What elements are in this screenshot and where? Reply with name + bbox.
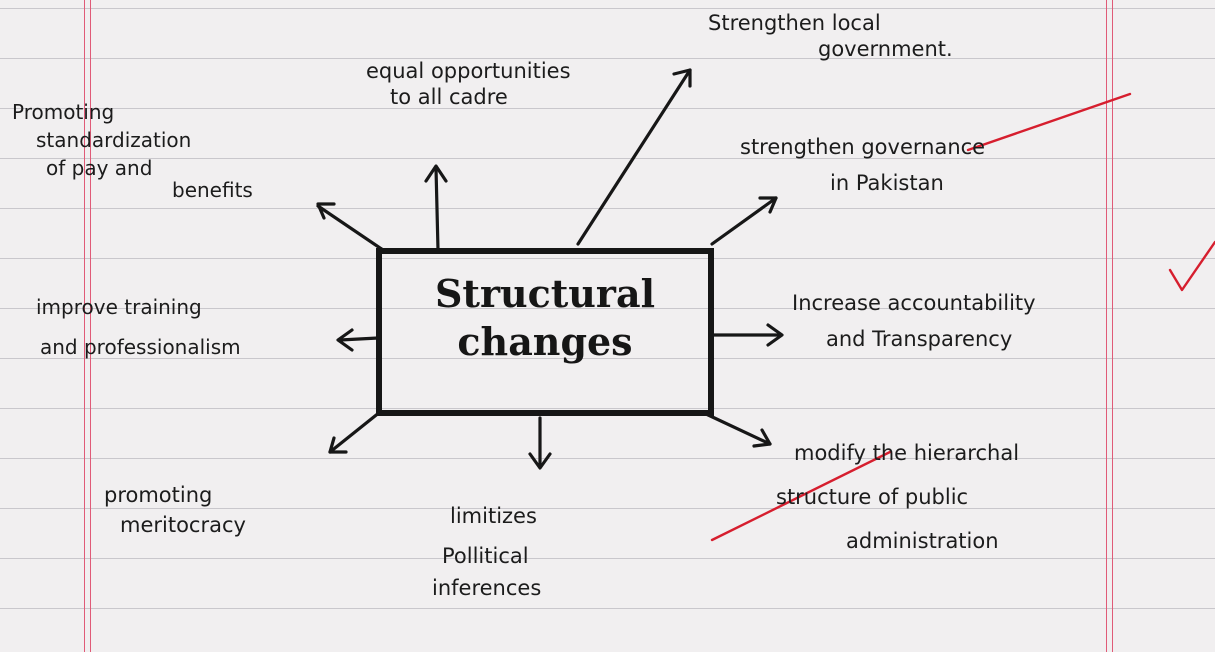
node-text: inferences [432,576,542,600]
arrow-up [424,164,448,252]
node-hierarchical-structure: modify the hierarchal structure of publi… [776,436,1020,558]
ruled-line [0,308,1215,309]
ruled-line [0,358,1215,359]
ruled-line [0,558,1215,559]
node-text: and Transparency [826,327,1013,351]
node-equal-opportunities: equal opportunities to all cadre [366,58,571,110]
arrow-up-right [576,68,692,246]
center-topic-line: changes [457,319,633,364]
node-text: Increase accountability [792,291,1036,315]
node-text: standardization [36,128,192,152]
node-governance: strengthen governance in Pakistan [740,134,985,196]
margin-line [1112,0,1113,652]
node-training: improve training and professionalism [36,292,241,362]
arrow-top-left [316,202,388,254]
node-text: government. [818,37,953,61]
node-text: in Pakistan [830,171,944,195]
node-accountability: Increase accountability and Transparency [792,290,1036,352]
center-box [376,248,714,416]
node-text: to all cadre [390,85,508,109]
red-tick-mark [1168,240,1215,292]
node-text: equal opportunities [366,59,571,83]
arrow-right [712,323,784,347]
node-local-government: Strengthen local government. [708,10,953,62]
node-text: administration [846,529,999,553]
ruled-line [0,508,1215,509]
node-text: improve training [36,295,202,319]
red-check-mark [710,450,892,542]
ruled-line [0,8,1215,9]
ruled-line [0,158,1215,159]
margin-line [1106,0,1107,652]
node-pay-benefits: Promoting standardization of pay and ben… [12,98,253,204]
arrow-left [336,328,380,352]
ruled-line [0,608,1215,609]
center-topic-line: Structural [434,271,656,316]
center-topic: Structural changes [376,270,714,366]
ruled-line [0,458,1215,459]
node-text: limitizes [450,504,537,528]
node-text: modify the hierarchal [794,441,1020,465]
node-text: promoting [104,483,213,507]
ruled-line [0,258,1215,259]
ruled-line [0,408,1215,409]
node-text: Strengthen local [708,11,881,35]
node-political-inferences: limitizes Pollitical inferences [432,500,541,604]
node-meritocracy: promoting meritocracy [104,480,246,540]
node-text: meritocracy [120,513,246,537]
node-text: of pay and [46,156,153,180]
ruled-line [0,208,1215,209]
arrow-bottom-right [704,412,772,448]
margin-line [90,0,91,652]
node-text: benefits [172,178,253,202]
red-check-mark [966,92,1132,152]
ruled-line [0,58,1215,59]
node-text: Promoting [12,100,115,124]
arrow-top-right [710,196,778,246]
arrow-down [528,416,552,470]
margin-line [84,0,85,652]
node-text: and professionalism [40,335,241,359]
node-text: Pollitical [442,544,529,568]
node-text: strengthen governance [740,135,986,159]
ruled-line [0,108,1215,109]
arrow-bottom-left [328,410,382,454]
node-text: structure of public [776,485,969,509]
